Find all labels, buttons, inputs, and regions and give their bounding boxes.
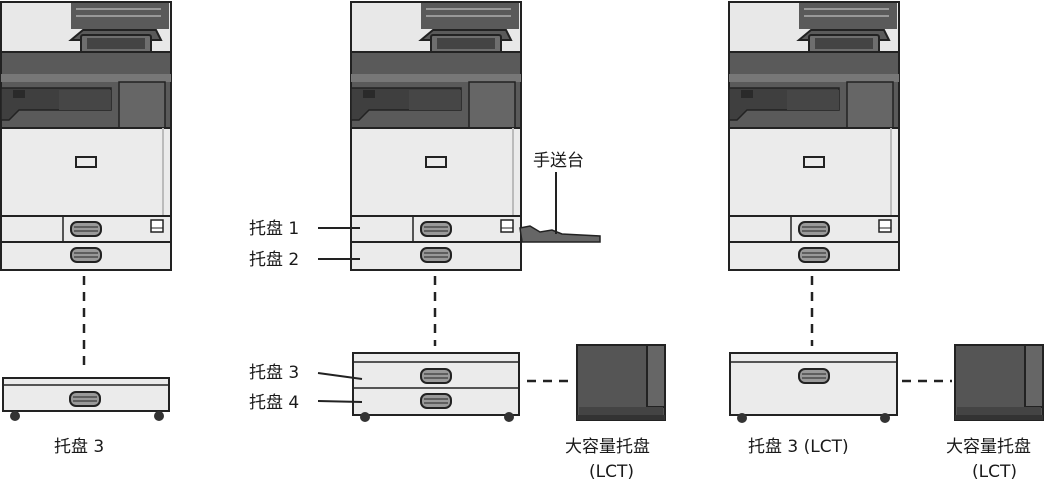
label-lct-right-line1: 大容量托盘: [946, 437, 1031, 457]
lct-tray-unit-right: [729, 352, 898, 423]
label-bypass: 手送台: [533, 151, 584, 171]
lct-cabinet-right: [954, 344, 1044, 421]
paper-feed-unit-center: [352, 352, 520, 422]
label-lct-center-line1: 大容量托盘: [565, 437, 650, 457]
label-tray4: 托盘 4: [249, 393, 299, 413]
label-lct-center-line2: (LCT): [589, 462, 634, 482]
label-tray3: 托盘 3: [249, 363, 299, 383]
lct-cabinet-center: [576, 344, 666, 421]
bypass-tray: [519, 172, 601, 243]
leader-tray3: [317, 372, 363, 380]
printer-left: [0, 1, 172, 271]
label-tray1: 托盘 1: [249, 219, 299, 239]
leader-tray4: [317, 400, 363, 403]
label-left-option: 托盘 3: [54, 437, 104, 457]
label-tray2: 托盘 2: [249, 250, 299, 270]
label-lct-right-line2: (LCT): [972, 462, 1017, 482]
printer-center: [350, 1, 522, 271]
printer-right: [728, 1, 900, 271]
label-right-option: 托盘 3 (LCT): [748, 437, 849, 457]
paper-feed-unit-left: [2, 377, 170, 421]
